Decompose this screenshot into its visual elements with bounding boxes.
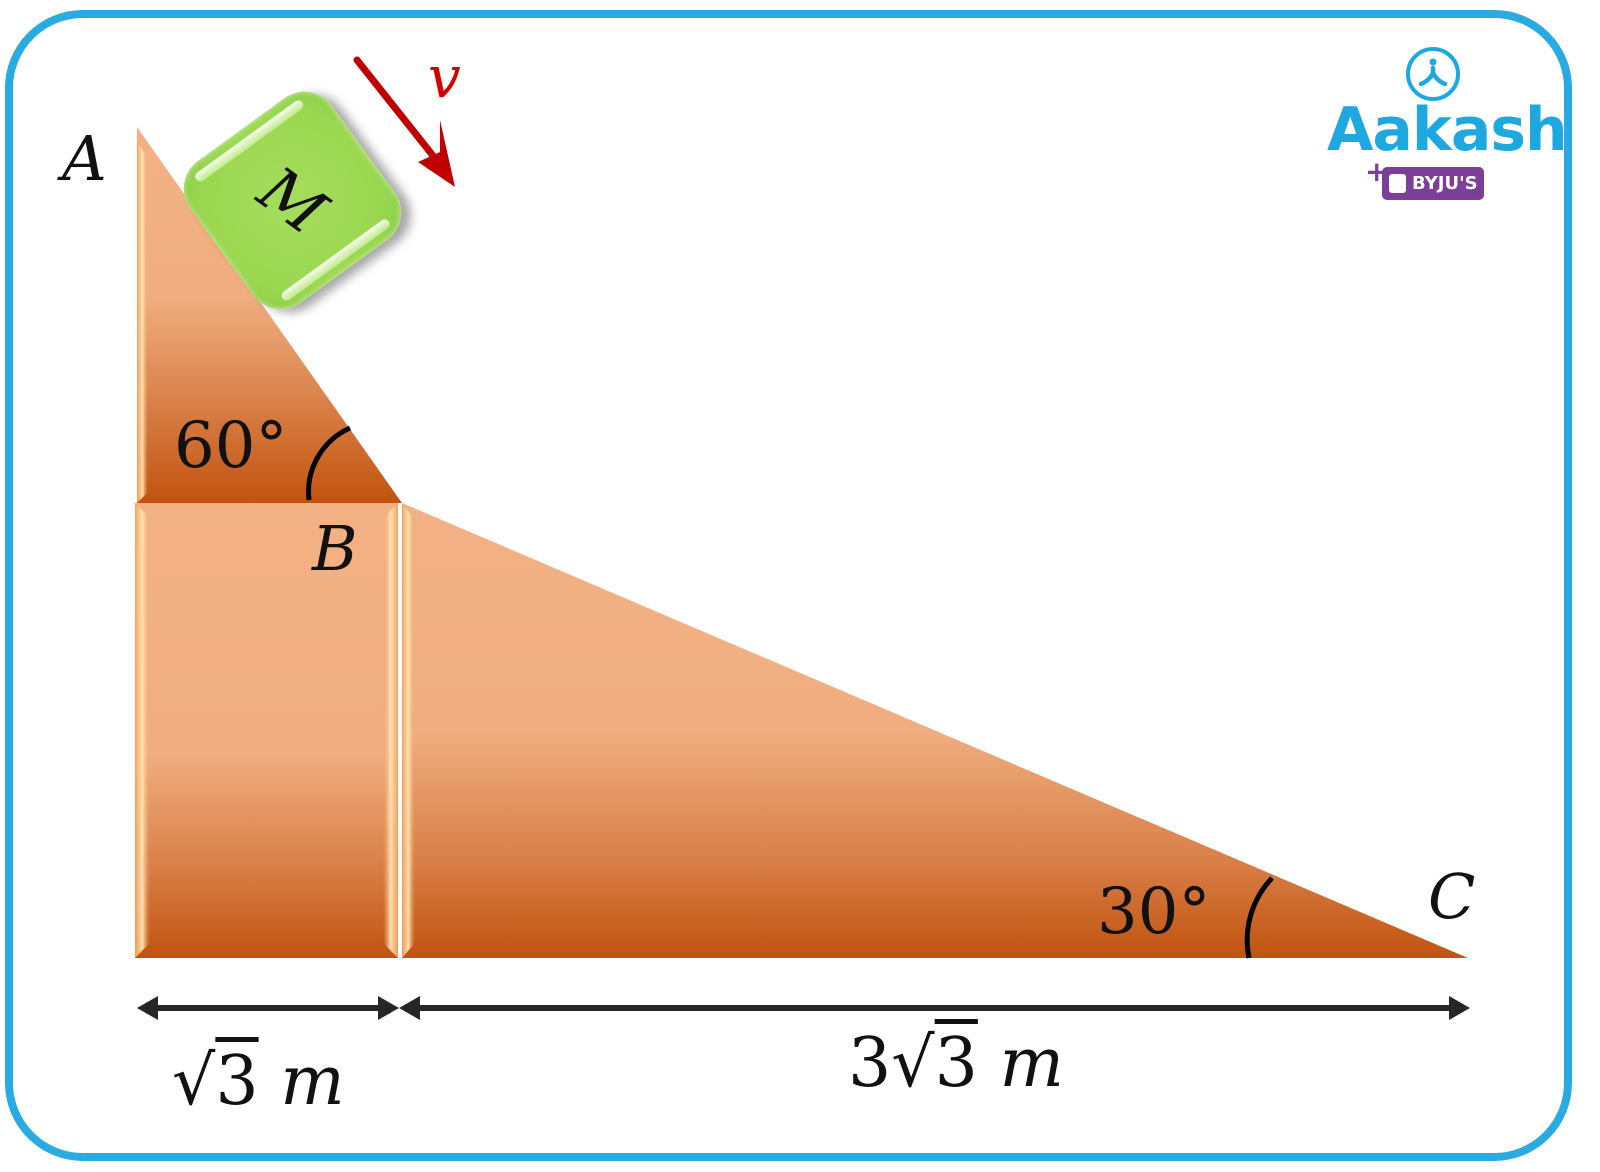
byjus-b-icon — [1389, 174, 1406, 193]
dimension-line-right — [399, 996, 1470, 1020]
dimension-right-label: 3√3 m — [848, 1030, 1064, 1098]
radical-sign: √ — [891, 1024, 935, 1103]
radical-sign: √ — [172, 1042, 216, 1121]
coefficient: 3 — [848, 1024, 892, 1103]
angle-arc-30 — [1244, 876, 1274, 959]
velocity-label: v — [428, 43, 461, 111]
dimension-line-left — [137, 996, 399, 1020]
byjus-wordmark: BYJU'S — [1412, 173, 1478, 194]
velocity-arrow — [353, 56, 455, 187]
aakash-person-icon — [1406, 47, 1460, 101]
support-block — [135, 503, 398, 958]
point-a-label: A — [62, 122, 107, 195]
dimension-left-label: √3 m — [172, 1048, 345, 1116]
aakash-wordmark: Aakash — [1327, 95, 1568, 165]
aakash-byjus-logo: Aakash + BYJU'S — [1325, 40, 1568, 210]
angle-30-label: 30° — [1097, 875, 1211, 949]
angle-60-label: 60° — [174, 409, 288, 483]
angle-arc-60 — [306, 425, 352, 501]
radicand: 3 — [215, 1042, 259, 1121]
radicand: 3 — [934, 1024, 978, 1103]
unit: m — [280, 1042, 345, 1121]
unit: m — [999, 1024, 1064, 1103]
lower-incline — [402, 503, 1468, 958]
point-c-label: C — [1428, 860, 1476, 933]
diagram-frame — [5, 10, 1572, 1161]
point-b-label: B — [312, 512, 358, 585]
byjus-badge: BYJU'S — [1382, 167, 1484, 200]
